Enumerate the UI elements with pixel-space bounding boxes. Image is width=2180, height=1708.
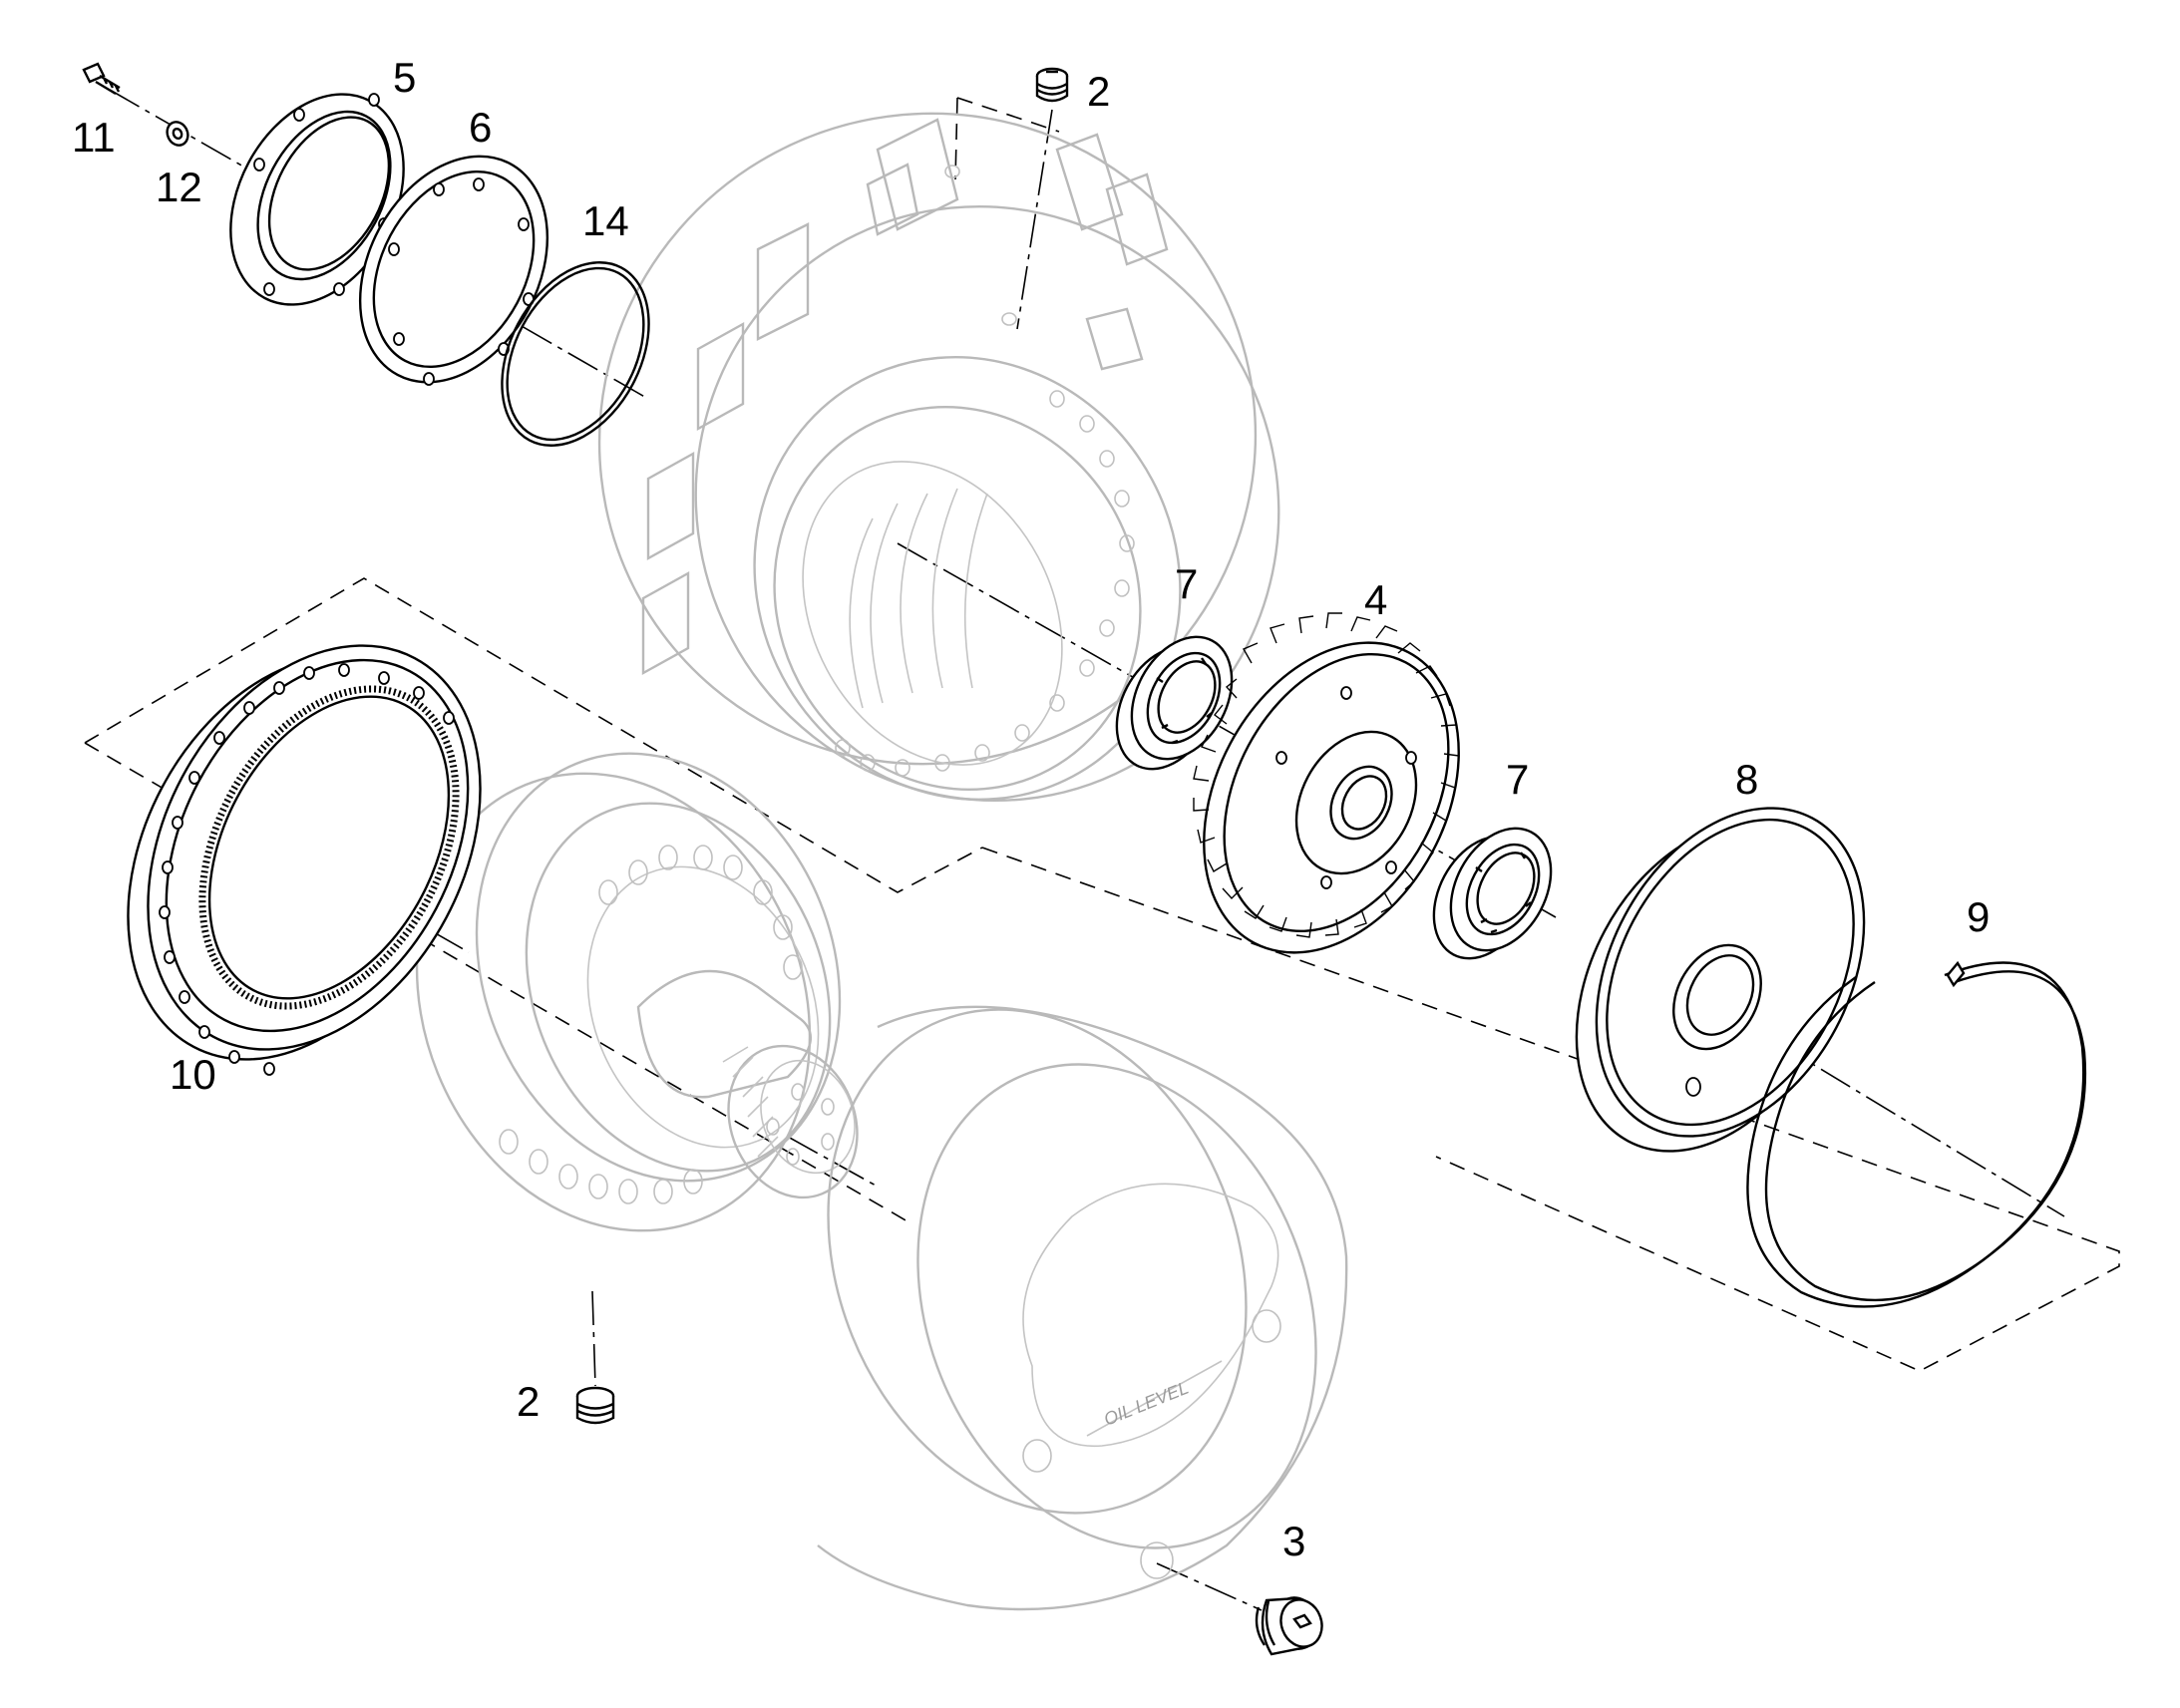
wheel-housing (597, 112, 1280, 803)
callout-5: 5 (393, 54, 416, 101)
cover-plug-boss-left (1022, 1439, 1052, 1473)
part-14-o-ring (501, 261, 650, 447)
part-10-ring-gear (127, 644, 482, 1076)
callout-6: 6 (469, 104, 492, 151)
upper-axis-left (109, 89, 649, 400)
callout-11: 11 (72, 114, 116, 161)
part-8-carrier-plate (1575, 807, 1866, 1153)
callout-9: 9 (1967, 893, 1990, 940)
cover-plug-boss-right (1252, 1309, 1281, 1343)
part-11-bolt (82, 62, 121, 96)
final-drive-cover: OIL LEVEL (817, 1005, 1348, 1611)
hub-pockets (499, 845, 803, 1204)
callout-7-upper: 7 (1175, 560, 1198, 607)
part-7-lower-bearing (1432, 827, 1553, 960)
lower-axis-mid (787, 1136, 879, 1188)
part-2-plug-top (1035, 67, 1069, 103)
part-3-plug (1255, 1596, 1323, 1656)
callout-12: 12 (156, 164, 202, 210)
part-7-upper-bearing (1115, 635, 1234, 771)
callout-8: 8 (1735, 756, 1758, 803)
frame-right (981, 847, 2120, 1372)
frame-top-plug (956, 97, 1060, 133)
housing-bolt-holes (835, 390, 1135, 777)
callout-2-top: 2 (1087, 68, 1110, 115)
callout-4: 4 (1364, 576, 1387, 623)
upper-axis-right (897, 542, 1557, 918)
part-12-washer (166, 121, 189, 147)
callout-3: 3 (1282, 1518, 1305, 1564)
plug-top-axis (1016, 109, 1053, 330)
part-6-gasket (358, 155, 549, 386)
spline-shaft-end (727, 1044, 859, 1199)
housing-drain-port (1001, 312, 1017, 326)
gear-teeth (1193, 612, 1460, 938)
plug-3-axis (1156, 1562, 1263, 1611)
cover-fill-port (1140, 1541, 1174, 1579)
part-4-drive-gear (1193, 612, 1460, 954)
part-2-plug-bottom (575, 1386, 615, 1425)
callout-10: 10 (170, 1051, 216, 1098)
part-9-snap-ring (1746, 960, 2087, 1308)
ring-gear-bolt-holes (159, 663, 455, 1076)
housing-lug (866, 118, 959, 236)
oil-level-marking: OIL LEVEL (1101, 1378, 1192, 1430)
callout-2-bottom: 2 (517, 1378, 540, 1425)
callout-14: 14 (582, 197, 629, 244)
callout-7-lower: 7 (1506, 756, 1529, 803)
hub-spindle (415, 752, 859, 1232)
frame-left (84, 577, 983, 893)
plug-bottom-axis (591, 1290, 596, 1387)
callout-labels: 11 12 5 6 14 2 7 4 7 8 9 10 2 3 (72, 54, 1990, 1564)
